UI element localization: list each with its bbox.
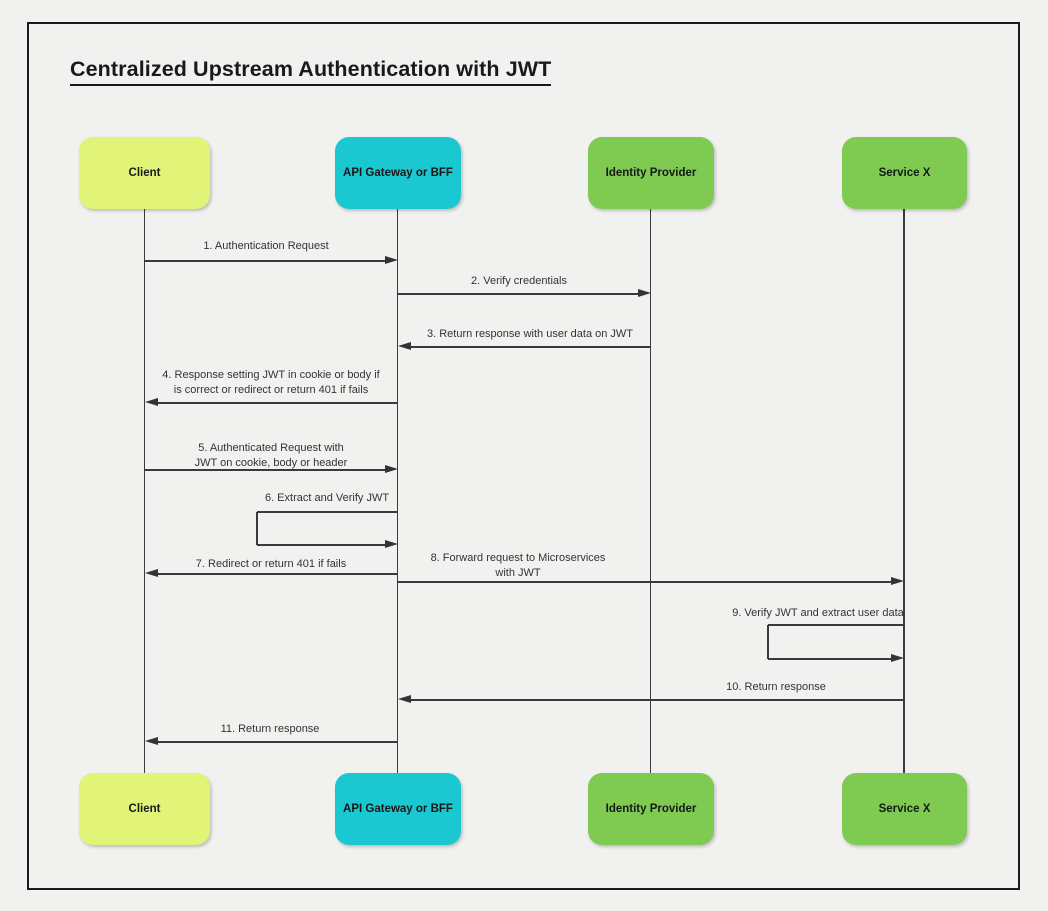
actor-box-client-top: Client (79, 137, 210, 209)
message-2-arrowhead-right (637, 288, 651, 297)
message-5-arrowhead-right (384, 464, 398, 473)
message-1-label: 1. Authentication Request (203, 240, 329, 252)
message-6-loop-side (256, 512, 258, 545)
message-7-arrowhead-left (144, 568, 158, 577)
message-9-arrowhead-right (891, 653, 904, 662)
actor-label-client-top: Client (128, 167, 161, 179)
message-9-label: 9. Verify JWT and extract user data (732, 607, 904, 619)
message-1-arrowhead-right (384, 255, 398, 264)
lifeline-idp (649, 209, 652, 773)
message-4-label: 4. Response setting JWT in cookie or bod… (162, 369, 380, 396)
message-6-loop-top (257, 511, 398, 513)
lifeline-servicex (903, 209, 905, 773)
actor-label-idp-top: Identity Provider (605, 167, 697, 179)
actor-box-gateway-top: API Gateway or BFF (335, 137, 461, 209)
message-11-line (155, 741, 398, 743)
actor-box-idp-top: Identity Provider (588, 137, 714, 209)
message-8-label: 8. Forward request to Microservices with… (430, 552, 606, 579)
message-3-line (408, 346, 651, 348)
actor-label-servicex-bottom: Service X (878, 803, 931, 815)
message-4-arrowhead-left (144, 397, 158, 406)
message-9-loop-bottom (768, 658, 893, 660)
lifeline-gateway (396, 209, 399, 773)
message-9-loop-side (767, 625, 769, 659)
message-7-label: 7. Redirect or return 401 if fails (195, 558, 347, 570)
message-8-line (397, 581, 893, 583)
message-11-label: 11. Return response (220, 723, 320, 735)
actor-box-gateway-bottom: API Gateway or BFF (335, 773, 461, 845)
diagram-title: Centralized Upstream Authentication with… (70, 57, 552, 86)
message-11-arrowhead-left (144, 736, 158, 745)
actor-label-client-bottom: Client (128, 803, 161, 815)
actor-label-gateway-bottom: API Gateway or BFF (343, 803, 453, 815)
message-5-label: 5. Authenticated Request with JWT on coo… (194, 442, 348, 469)
message-10-arrowhead-left (397, 694, 411, 703)
message-7-line (155, 573, 398, 575)
message-5-line (144, 469, 387, 471)
actor-box-idp-bottom: Identity Provider (588, 773, 714, 845)
message-6-label: 6. Extract and Verify JWT (264, 492, 390, 504)
actor-box-client-bottom: Client (79, 773, 210, 845)
message-9-loop-top (768, 624, 904, 626)
message-3-label: 3. Return response with user data on JWT (426, 328, 634, 340)
actor-label-idp-bottom: Identity Provider (605, 803, 697, 815)
message-10-label: 10. Return response (726, 681, 826, 693)
message-2-line (397, 293, 640, 295)
message-8-arrowhead-right (891, 576, 904, 585)
message-6-arrowhead-right (384, 539, 398, 548)
message-3-arrowhead-left (397, 341, 411, 350)
message-6-loop-bottom (257, 544, 387, 546)
actor-label-gateway-top: API Gateway or BFF (343, 167, 453, 179)
message-2-label: 2. Verify credentials (471, 275, 567, 287)
actor-label-servicex-top: Service X (878, 167, 931, 179)
lifeline-client (143, 209, 146, 773)
message-10-line (408, 699, 904, 701)
message-4-line (155, 402, 398, 404)
message-1-line (144, 260, 387, 262)
actor-box-servicex-top: Service X (842, 137, 967, 209)
actor-box-servicex-bottom: Service X (842, 773, 967, 845)
